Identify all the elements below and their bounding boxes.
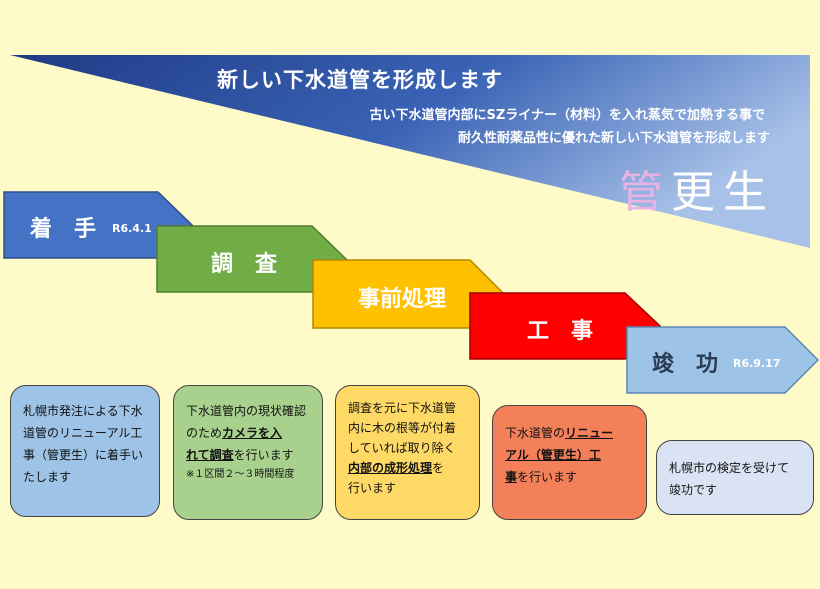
card-completion: 札幌市の検定を受けて 竣功です (656, 440, 814, 515)
card-survey-line: れて調査を行います (186, 444, 312, 466)
card-construction-highlight: 事 (505, 470, 518, 484)
card-survey-line: のためカメラを入 (186, 422, 312, 444)
card-construction: 下水道管のリニュー アル（管更生）工 事を行います (492, 405, 647, 520)
card-survey-note: ※１区間２～３時間程度 (186, 469, 295, 480)
card-survey: 下水道管内の現状確認 のためカメラを入 れて調査を行います ※１区間２～３時間程… (173, 385, 323, 520)
card-completion-line: 竣功です (669, 483, 718, 497)
card-preprocess-line: 行います (348, 481, 397, 495)
banner-subtitle-1: 古い下水道管内部にSZライナー（材料）を入れ蒸気で加熱する事で (369, 108, 765, 123)
step-completion-label: 竣 功 (652, 352, 719, 377)
banner-subtitle-2: 耐久性耐薬品性に優れた新しい下水道管を形成します (457, 131, 770, 146)
card-start-line: 事（管更生）に着手い (23, 448, 144, 462)
card-preprocess-text: を (432, 461, 445, 475)
card-construction-text: を行います (517, 470, 578, 484)
step-preprocess-label: 事前処理 (358, 287, 447, 312)
step-construction-label: 工 事 (527, 319, 594, 344)
card-start-line: 道管のリニューアル工 (23, 426, 143, 440)
card-preprocess-line: 内に木の根等が付着 (348, 421, 457, 435)
card-start-line: たします (23, 470, 72, 484)
card-preprocess: 調査を元に下水道管 内に木の根等が付着 していれば取り除く 内部の成形処理を 行… (335, 385, 480, 520)
method-name: 管更生 (619, 156, 775, 220)
step-survey-label: 調 査 (211, 252, 278, 277)
step-arrow-completion (626, 326, 820, 394)
card-survey-highlight: カメラを入 (222, 426, 283, 440)
card-completion-line: 札幌市の検定を受けて (669, 461, 790, 475)
card-survey-text: のため (186, 426, 223, 440)
card-preprocess-line: 調査を元に下水道管 (348, 401, 457, 415)
card-construction-highlight: リニュー (565, 426, 614, 440)
step-completion-date: R6.9.17 (733, 357, 781, 370)
card-survey-line: 下水道管内の現状確認 (186, 404, 307, 418)
card-construction-highlight: アル（管更生）工 (505, 448, 601, 462)
card-preprocess-line: していれば取り除く (348, 441, 456, 455)
step-start-date: R6.4.1 (112, 222, 152, 235)
card-construction-line: 下水道管のリニュー (505, 422, 636, 444)
card-survey-highlight: れて調査 (186, 448, 234, 462)
banner-title: 新しい下水道管を形成します (217, 68, 503, 92)
card-start-line: 札幌市発注による下水 (23, 404, 143, 418)
card-construction-line: 事を行います (505, 466, 636, 488)
card-preprocess-highlight: 内部の成形処理 (348, 461, 433, 475)
card-start: 札幌市発注による下水 道管のリニューアル工 事（管更生）に着手い たします (10, 385, 160, 517)
method-kanji-1: 管 (619, 167, 671, 218)
step-start-label: 着 手 (30, 217, 97, 242)
banner-triangle (10, 55, 810, 248)
method-kanji-2: 更 (671, 167, 723, 218)
card-survey-text: を行います (233, 448, 294, 462)
method-kanji-3: 生 (723, 167, 775, 218)
card-construction-text: 下水道管の (505, 426, 566, 440)
card-preprocess-line: 内部の成形処理を (348, 458, 469, 478)
